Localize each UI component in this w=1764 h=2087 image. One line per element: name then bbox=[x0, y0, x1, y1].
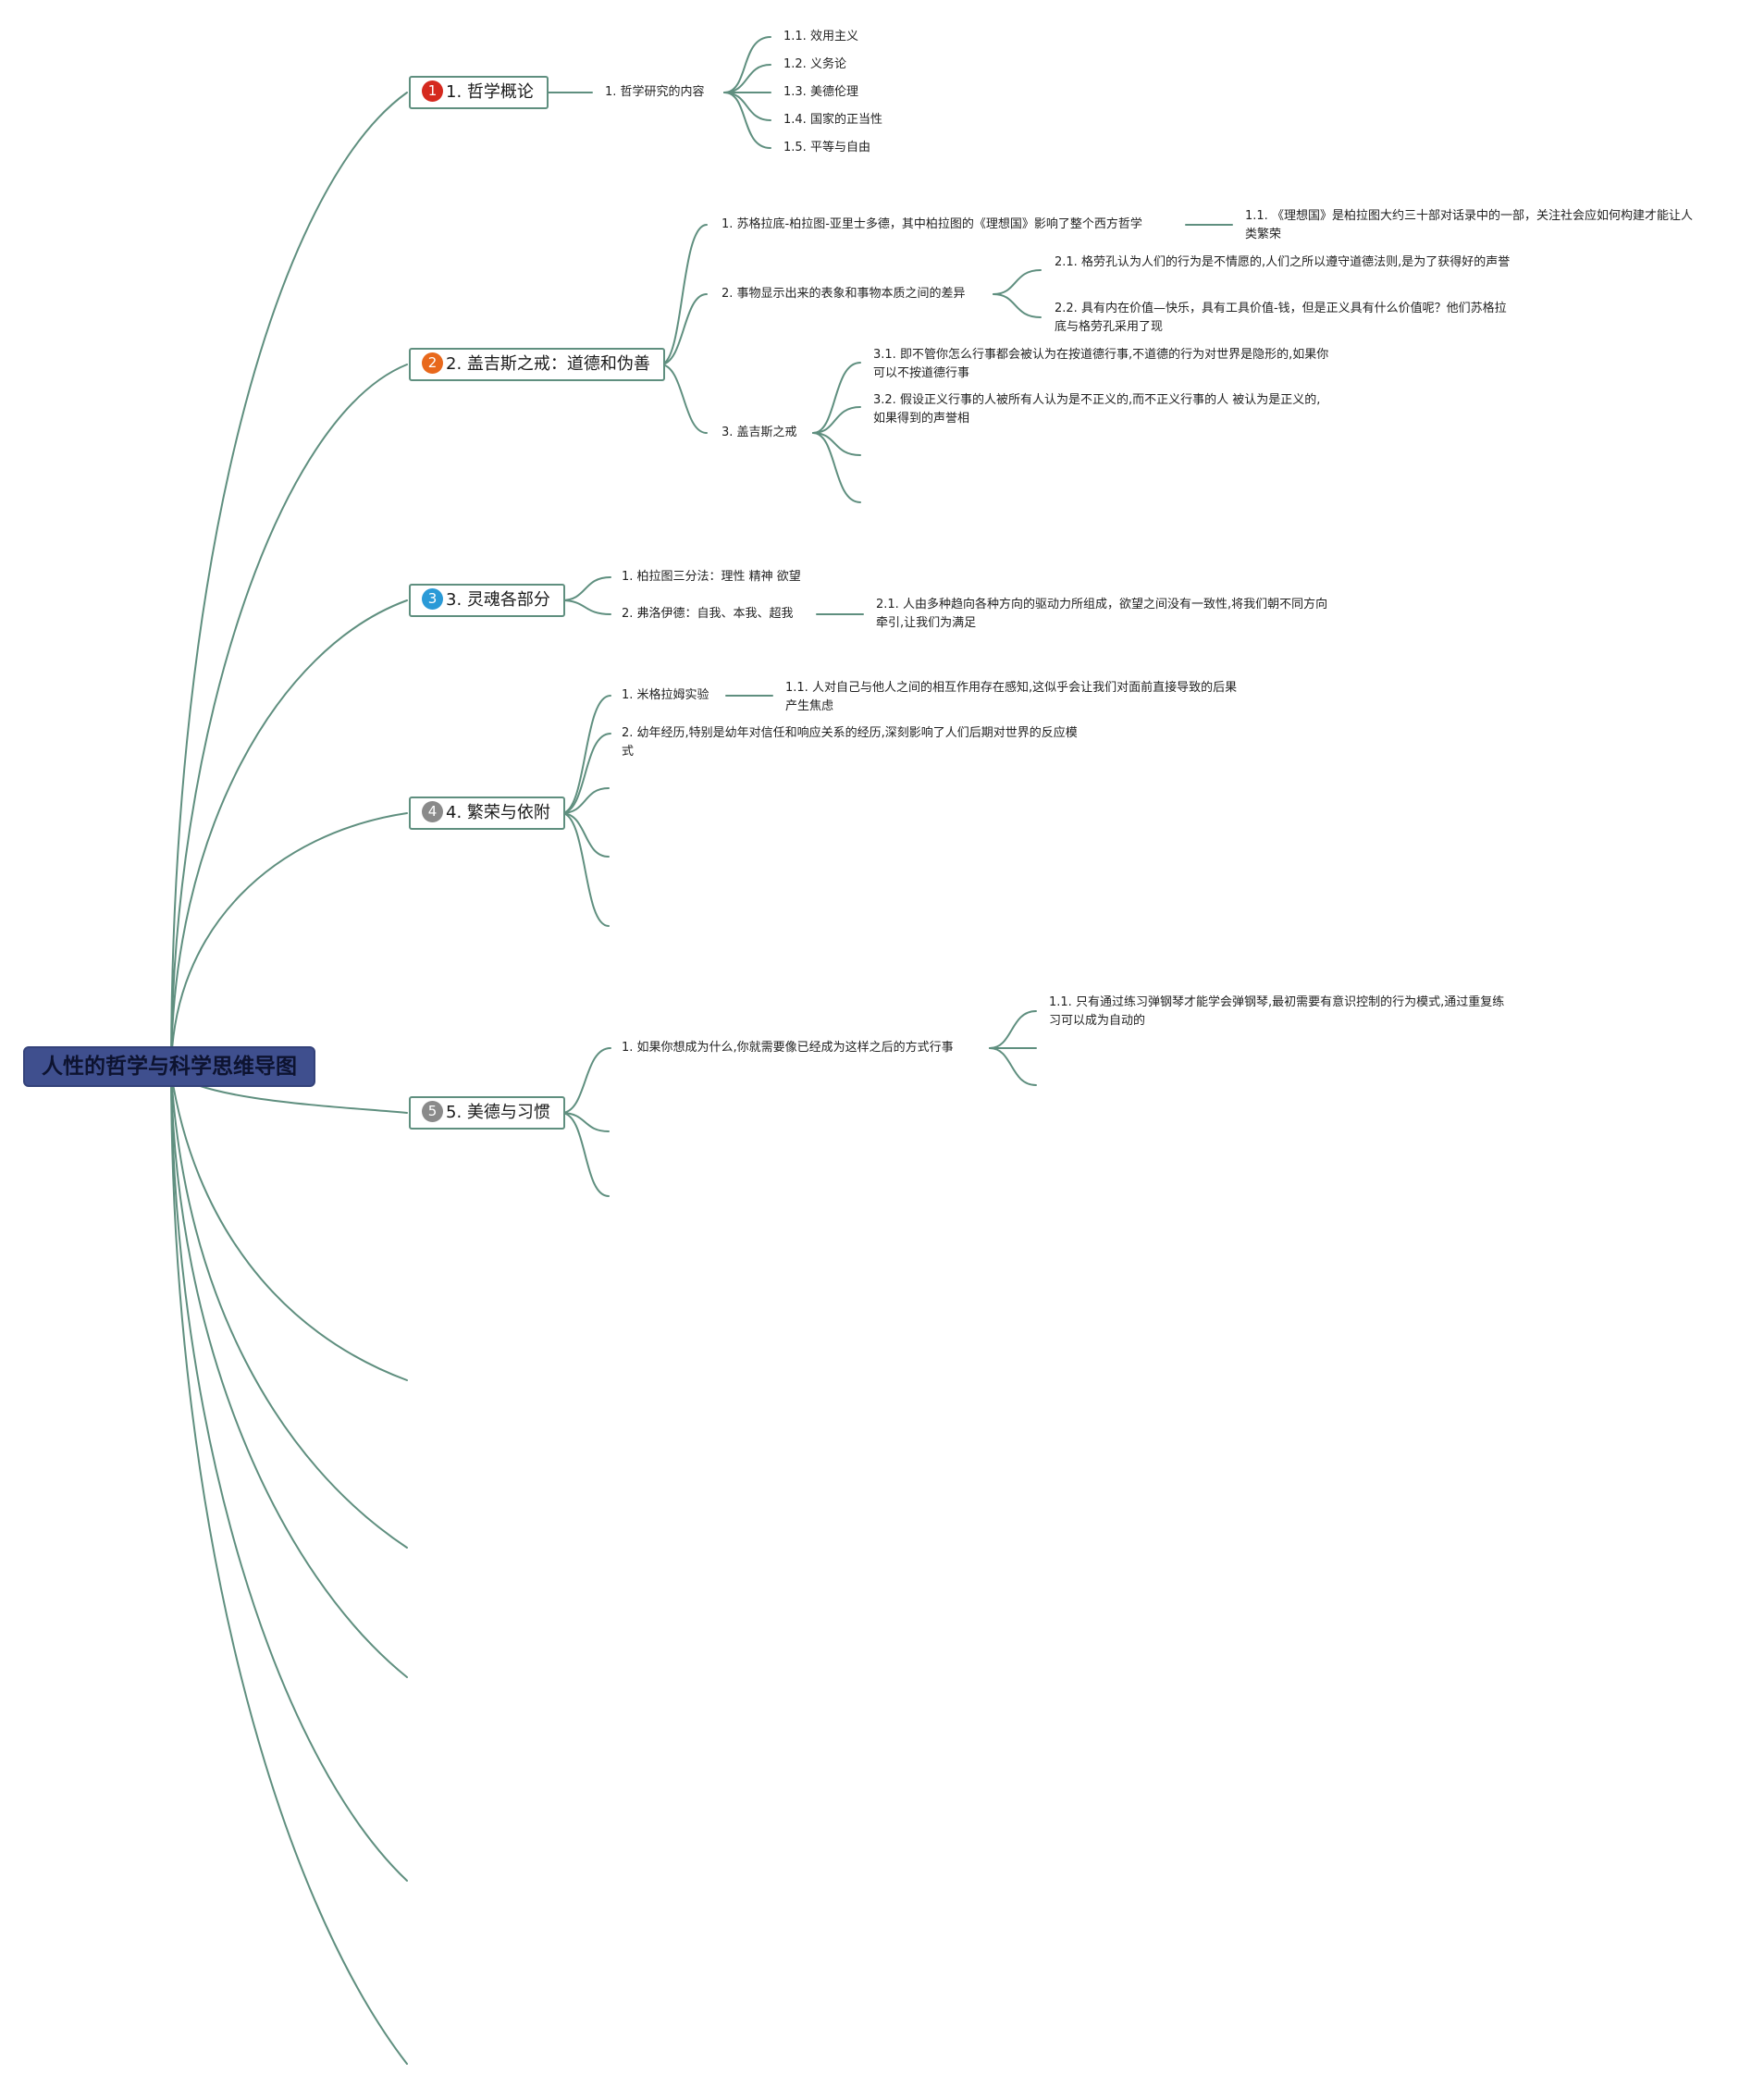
t2-subtopic-3-2[interactable]: 3.2. 假设正义行事的人被所有人认为是不正义的,而不正义行事的人 被认为是正义… bbox=[873, 393, 1321, 426]
t4-subtopic-1-1[interactable]: 1.1. 人对自己与他人之间的相互作用存在感知,这似乎会让我们对面前直接导致的后… bbox=[785, 681, 1238, 713]
link-t2-s2-fan-b bbox=[993, 293, 1042, 318]
topic-5-label: 5. 美德与习惯 bbox=[446, 1103, 550, 1122]
link-t2-s2 bbox=[660, 293, 708, 365]
t5-subtopic-1-1[interactable]: 1.1. 只有通过练习弹钢琴才能学会弹钢琴,最初需要有意识控制的行为模式,通过重… bbox=[1049, 995, 1505, 1028]
link-t2-s3 bbox=[660, 364, 708, 434]
topic-3-label: 3. 灵魂各部分 bbox=[446, 590, 550, 610]
link-t2-s1 bbox=[660, 224, 708, 365]
link-t1-fan-4 bbox=[723, 92, 771, 121]
link-root-t1 bbox=[170, 92, 408, 1074]
link-t2-s2-fan-a bbox=[993, 269, 1042, 295]
priority-5-icon: 5 bbox=[422, 1100, 443, 1122]
t1-item-2[interactable]: 1.2. 义务论 bbox=[783, 57, 846, 71]
t3-subtopic-1[interactable]: 1. 柏拉图三分法：理性 精神 欲望 bbox=[622, 570, 801, 584]
topic-4-label: 4. 繁荣与依附 bbox=[446, 803, 550, 822]
link-root-t3 bbox=[170, 599, 408, 1074]
t2-subtopic-2-2[interactable]: 2.2. 具有内在价值—快乐，具有工具价值-钱，但是正义具有什么价值呢？他们苏格… bbox=[1055, 302, 1507, 334]
link-root-empty-4 bbox=[170, 1072, 408, 1882]
link-root-empty-3 bbox=[170, 1072, 408, 1678]
topic-1-label: 1. 哲学概论 bbox=[446, 82, 534, 102]
t5-subtopic-1[interactable]: 1. 如果你想成为什么,你就需要像已经成为这样之后的方式行事 bbox=[622, 1041, 954, 1055]
t1-item-4[interactable]: 1.4. 国家的正当性 bbox=[783, 113, 882, 127]
link-t2-s3-fan-b bbox=[812, 406, 861, 434]
priority-1-icon: 1 bbox=[422, 80, 443, 102]
t2-subtopic-1-1[interactable]: 1.1. 《理想国》是柏拉图大约三十部对话录中的一部，关注社会应如何构建才能让人… bbox=[1245, 209, 1693, 241]
t2-subtopic-3[interactable]: 3. 盖吉斯之戒 bbox=[722, 426, 797, 439]
priority-4-icon: 4 bbox=[422, 800, 443, 822]
t2-subtopic-1[interactable]: 1. 苏格拉底-柏拉图-亚里士多德，其中柏拉图的《理想国》影响了整个西方哲学 bbox=[722, 217, 1142, 231]
t1-item-1[interactable]: 1.1. 效用主义 bbox=[783, 30, 858, 43]
link-root-t4 bbox=[170, 812, 408, 1074]
t4-subtopic-1[interactable]: 1. 米格拉姆实验 bbox=[622, 688, 709, 702]
link-t5-s1-fan-a bbox=[989, 1010, 1037, 1049]
link-t2-s3-fan-d bbox=[812, 432, 861, 503]
t1-item-5[interactable]: 1.5. 平等与自由 bbox=[783, 141, 870, 154]
link-t4-s2 bbox=[561, 733, 611, 814]
link-t4-fan-5 bbox=[561, 812, 610, 927]
link-t4-fan-3 bbox=[561, 787, 610, 814]
link-t5-s1 bbox=[561, 1047, 611, 1114]
link-t3-s1 bbox=[561, 576, 611, 601]
link-t5-fan-3 bbox=[561, 1112, 610, 1197]
link-t2-s3-fan-a bbox=[812, 362, 861, 434]
link-t3-s2 bbox=[561, 599, 611, 615]
link-t4-fan-4 bbox=[561, 812, 610, 858]
t3-subtopic-2[interactable]: 2. 弗洛伊德：自我、本我、超我 bbox=[622, 607, 794, 621]
t1-item-3[interactable]: 1.3. 美德伦理 bbox=[783, 85, 858, 99]
link-t1-fan-1 bbox=[723, 36, 771, 93]
topic-2-label: 2. 盖吉斯之戒：道德和伪善 bbox=[446, 354, 650, 374]
t2-subtopic-3-1[interactable]: 3.1. 即不管你怎么行事都会被认为在按道德行事,不道德的行为对世界是隐形的,如… bbox=[873, 348, 1329, 380]
t2-subtopic-2-1[interactable]: 2.1. 格劳孔认为人们的行为是不情愿的,人们之所以遵守道德法则,是为了获得好的… bbox=[1055, 255, 1511, 269]
link-root-empty-5 bbox=[170, 1072, 408, 2065]
t1-subtopic[interactable]: 1. 哲学研究的内容 bbox=[605, 85, 705, 99]
link-root-empty-1 bbox=[170, 1072, 408, 1381]
t2-subtopic-2[interactable]: 2. 事物显示出来的表象和事物本质之间的差异 bbox=[722, 287, 966, 301]
t3-subtopic-2-1[interactable]: 2.1. 人由多种趋向各种方向的驱动力所组成，欲望之间没有一致性,将我们朝不同方… bbox=[876, 598, 1328, 630]
link-root-empty-2 bbox=[170, 1072, 408, 1549]
link-t5-fan-2 bbox=[561, 1112, 610, 1132]
t4-subtopic-2[interactable]: 2. 幼年经历,特别是幼年对信任和响应关系的经历,深刻影响了人们后期对世界的反应… bbox=[622, 726, 1078, 759]
link-t1-fan-2 bbox=[723, 64, 771, 93]
link-t1-fan-5 bbox=[723, 92, 771, 149]
priority-3-icon: 3 bbox=[422, 587, 443, 610]
link-root-t2 bbox=[170, 364, 408, 1074]
priority-2-icon: 2 bbox=[422, 352, 443, 374]
link-t4-s1 bbox=[561, 695, 611, 814]
central-topic[interactable]: 人性的哲学与科学思维导图 bbox=[23, 1046, 315, 1087]
link-t5-s1-fan-c bbox=[989, 1047, 1037, 1086]
